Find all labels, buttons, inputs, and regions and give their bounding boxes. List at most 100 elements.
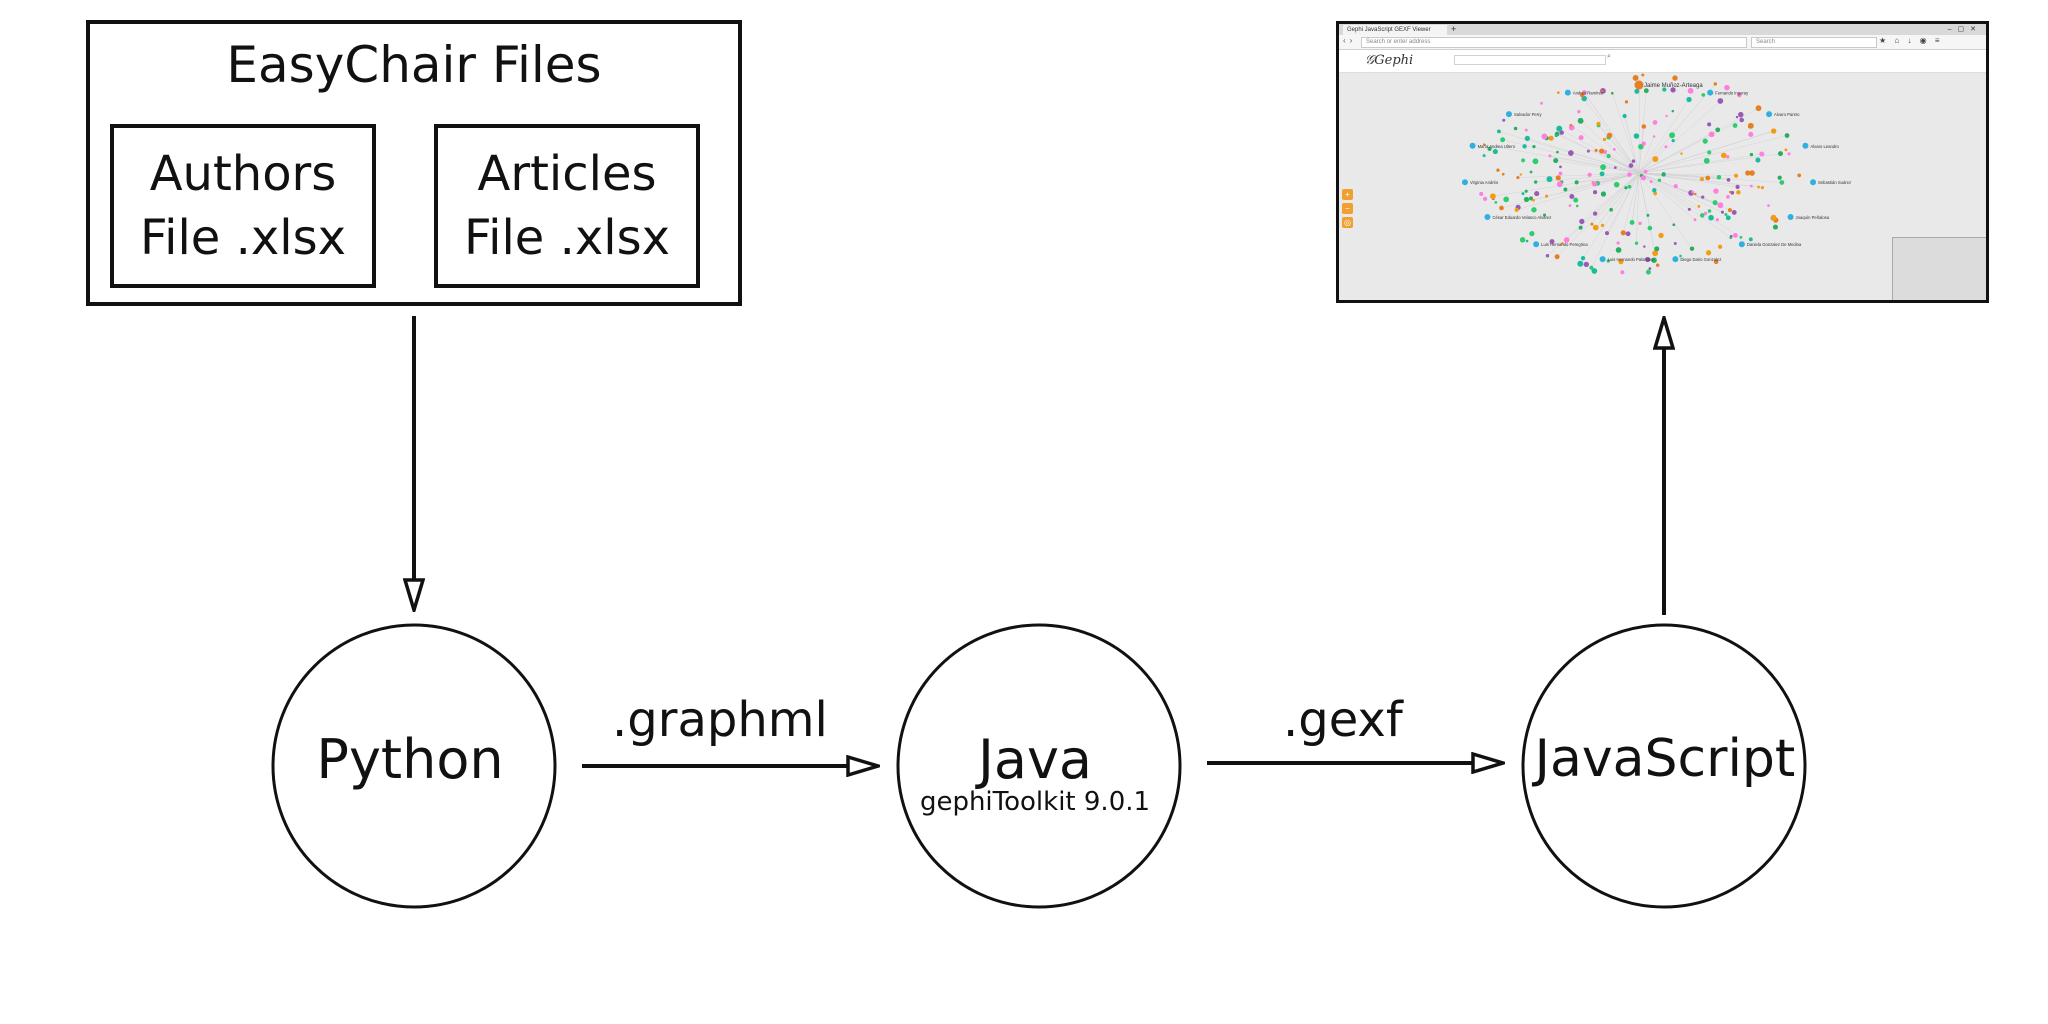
labeled-graph-node (1484, 214, 1491, 220)
graph-node (1669, 132, 1676, 139)
graph-edge (1604, 139, 1640, 174)
articles-file-box (434, 124, 700, 288)
graph-node (1634, 88, 1640, 94)
graph-node (1615, 247, 1622, 253)
graph-node (1720, 152, 1727, 159)
graph-node (1686, 96, 1692, 103)
new-tab-icon: + (1451, 24, 1457, 34)
graph-node (1732, 233, 1738, 238)
graph-node (1524, 189, 1528, 193)
graph-node-label: Salvador Perry (1514, 112, 1543, 117)
graph-node (1482, 196, 1488, 202)
minimap (1892, 237, 1986, 300)
graph-edge (1638, 172, 1696, 220)
graph-node (1532, 145, 1536, 149)
graph-node (1606, 259, 1610, 263)
labeled-graph-node (1707, 89, 1714, 96)
graph-node (1554, 254, 1560, 260)
authors-file-line1: Authors (149, 146, 337, 202)
graph-node (1540, 101, 1543, 105)
graph-node (1755, 105, 1762, 112)
graph-node (1590, 222, 1594, 226)
graph-node (1673, 242, 1677, 245)
graph-node (1482, 154, 1486, 158)
graph-edge (1638, 119, 1742, 174)
graph-node (1707, 122, 1712, 127)
graph-node (1525, 239, 1529, 243)
graph-node (1671, 109, 1675, 113)
graph-node (1629, 219, 1635, 225)
articles-file-line1: Articles (477, 146, 657, 202)
graph-node (1778, 151, 1783, 157)
graph-node (1578, 135, 1584, 141)
graph-node (1699, 213, 1705, 218)
graph-node (1643, 169, 1648, 174)
graph-node (1523, 196, 1530, 203)
graph-node (1708, 214, 1714, 221)
authors-file-box (110, 124, 376, 288)
graph-nodes (1461, 73, 1817, 275)
graph-node (1503, 196, 1510, 203)
graph-node (1729, 234, 1733, 238)
graph-node (1651, 257, 1657, 263)
gephi-header: 𝒢Gephi ⌕ (1339, 50, 1986, 73)
graph-node (1521, 158, 1526, 163)
graph-node (1707, 150, 1712, 155)
graph-edge (1484, 144, 1640, 174)
graph-node (1797, 173, 1802, 178)
graph-node-label: Fernando Ingeray (1715, 91, 1749, 96)
graphml-edge-label: .graphml (612, 692, 828, 748)
graph-node-label: Sebastián Suárez (1818, 180, 1851, 185)
graph-node (1524, 128, 1528, 132)
graph-node (1733, 173, 1739, 178)
gexf-edge-label: .gexf (1283, 692, 1403, 748)
graph-node (1739, 235, 1743, 239)
graph-node (1569, 193, 1575, 199)
graph-edge (1638, 100, 1721, 174)
graph-node (1748, 237, 1753, 242)
browser-tab: Gephi JavaScript GEXF Viewer (1343, 25, 1447, 35)
graph-edge (1638, 153, 1762, 174)
graph-node (1703, 157, 1710, 164)
graph-node-label: César Eduardo Velasco Alvarez (1492, 215, 1551, 220)
graph-node (1653, 191, 1658, 196)
graph-edge (1623, 172, 1640, 233)
graph-node (1533, 180, 1538, 184)
graph-node (1606, 153, 1611, 159)
graph-edge (1612, 93, 1640, 174)
graph-node (1579, 218, 1585, 225)
graph-node (1627, 172, 1632, 177)
graph-node (1616, 241, 1620, 245)
graph-node (1624, 186, 1628, 190)
graph-node-label: Joaquín Peñalosa (1796, 215, 1830, 220)
graph-node (1521, 192, 1525, 196)
graph-node (1502, 118, 1506, 122)
gephi-search-box (1454, 55, 1606, 65)
graph-node (1543, 213, 1547, 217)
labeled-graph-node (1599, 256, 1606, 263)
graph-node (1609, 207, 1613, 212)
graph-node (1541, 133, 1548, 140)
graph-node-label: Luis Hernando Peregrina (1541, 242, 1588, 247)
graph-node (1627, 184, 1632, 189)
address-bar: Search or enter address (1361, 37, 1747, 48)
graph-node (1708, 131, 1715, 138)
graph-node (1680, 152, 1683, 155)
graph-node (1748, 131, 1754, 137)
graph-node (1489, 193, 1496, 200)
graph-node (1497, 129, 1501, 134)
graph-node (1687, 207, 1691, 211)
graph-node (1596, 121, 1601, 126)
graph-node (1641, 141, 1646, 146)
java-subtitle: gephiToolkit 9.0.1 (919, 787, 1151, 817)
graph-node (1606, 132, 1613, 139)
graph-node (1600, 191, 1607, 197)
graph-node (1586, 149, 1590, 153)
graph-node (1701, 195, 1705, 199)
graph-node (1665, 114, 1668, 118)
graph-edge (1608, 155, 1640, 174)
graph-node (1600, 164, 1606, 171)
graph-node (1662, 87, 1667, 92)
graph-node (1679, 254, 1682, 258)
labeled-graph-node (1634, 80, 1644, 90)
